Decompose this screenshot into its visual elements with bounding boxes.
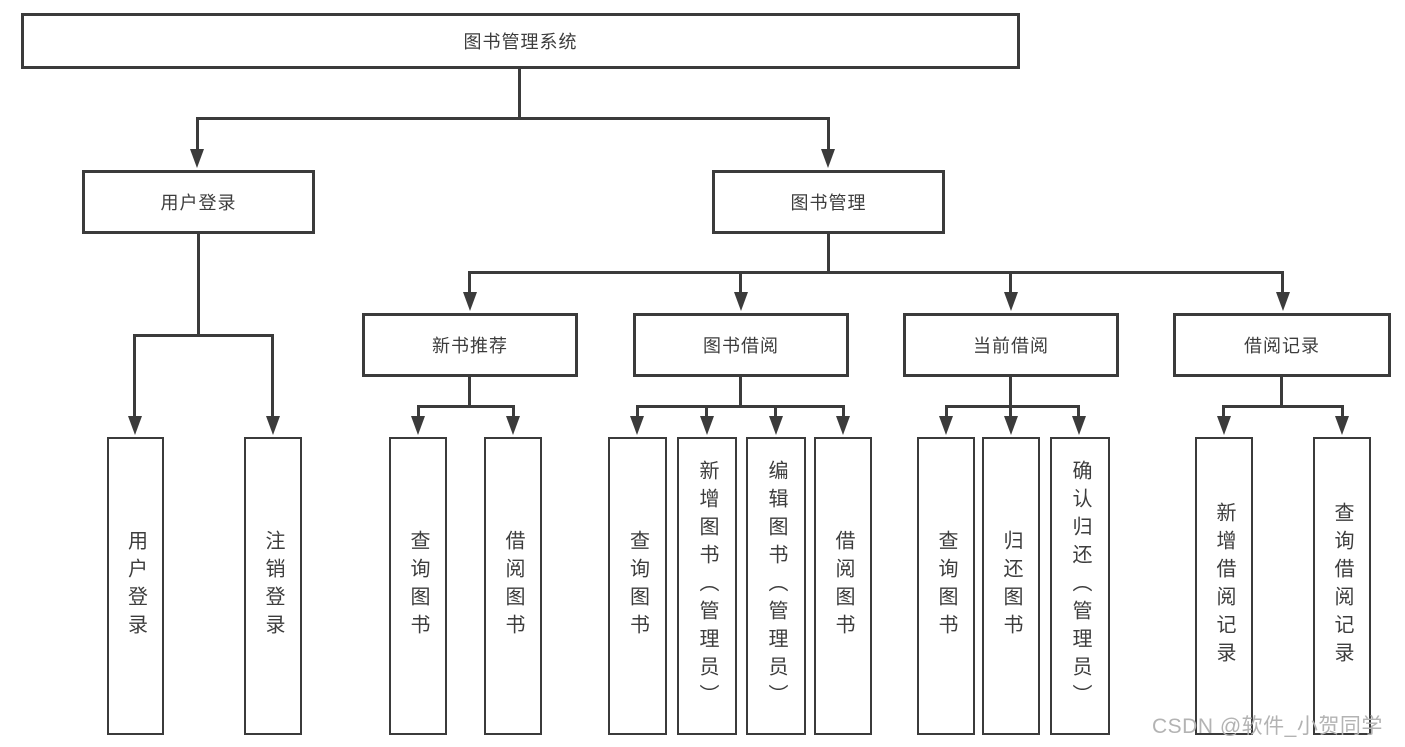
connector-recommend-stub [468,377,471,408]
connector-drop [705,405,708,419]
connector-drop [739,271,742,295]
arrow-down-icon [266,416,280,435]
node-book-management-label: 图书管理 [790,193,867,213]
leaf-logout: 注销登录 [244,437,302,735]
arrow-down-icon [411,416,425,435]
node-current-borrow-label: 当前借阅 [973,336,1049,356]
arrow-down-icon [939,416,953,435]
arrow-down-icon [1004,416,1018,435]
arrow-down-icon [1335,416,1349,435]
arrow-down-icon [630,416,644,435]
connector-records-bar [1222,405,1344,408]
leaf-query-borrow-record-label: 查询借阅记录 [1331,502,1353,670]
connector-drop [133,334,136,418]
arrow-down-icon [190,149,204,168]
leaf-edit-books-admin: 编辑图书（管理员） [746,437,806,735]
leaf-query-borrow-record: 查询借阅记录 [1313,437,1371,735]
node-current-borrow: 当前借阅 [903,313,1119,377]
leaf-borrow-query-books: 查询图书 [608,437,667,735]
leaf-current-query-books: 查询图书 [917,437,975,735]
leaf-logout-label: 注销登录 [262,530,284,642]
connector-drop [417,405,420,419]
connector-drop [468,271,471,295]
node-user-login-label: 用户登录 [160,193,237,213]
connector-recommend-bar [417,405,515,408]
connector-drop [774,405,777,419]
leaf-recommend-query-books-label: 查询图书 [407,530,429,642]
node-new-book-recommend: 新书推荐 [362,313,578,377]
connector-borrow-bar [636,405,845,408]
connector-drop [842,405,845,419]
node-borrow-records: 借阅记录 [1173,313,1391,377]
leaf-add-books-admin-label: 新增图书（管理员） [696,460,718,712]
arrow-down-icon [734,292,748,311]
connector-drop [1341,405,1344,419]
arrow-down-icon [506,416,520,435]
connector-drop [1077,405,1080,419]
leaf-user-login-label: 用户登录 [124,530,147,642]
connector-bookmgmt-bar [468,271,1284,274]
arrow-down-icon [700,416,714,435]
connector-drop [1222,405,1225,419]
arrow-down-icon [821,149,835,168]
arrow-down-icon [1004,292,1018,311]
node-book-borrow: 图书借阅 [633,313,849,377]
node-borrow-records-label: 借阅记录 [1244,336,1320,356]
leaf-edit-books-admin-label: 编辑图书（管理员） [765,460,787,712]
connector-root-stub [518,69,521,120]
connector-records-stub [1280,377,1283,408]
arrow-down-icon [128,416,142,435]
connector-bookmgmt-stub [827,234,830,274]
leaf-recommend-query-books: 查询图书 [389,437,447,735]
node-user-login: 用户登录 [82,170,315,234]
leaf-borrow-query-books-label: 查询图书 [626,530,649,642]
node-book-borrow-label: 图书借阅 [703,336,779,356]
arrow-down-icon [769,416,783,435]
connector-drop [636,405,639,419]
connector-drop [271,334,274,418]
leaf-add-borrow-record-label: 新增借阅记录 [1213,502,1235,670]
node-root: 图书管理系统 [21,13,1020,69]
leaf-confirm-return-admin: 确认归还（管理员） [1050,437,1110,735]
connector-borrow-stub [739,377,742,408]
connector-drop [827,117,830,152]
arrow-down-icon [1217,416,1231,435]
connector-current-bar [945,405,1080,408]
leaf-recommend-borrow-books: 借阅图书 [484,437,542,735]
connector-drop [1009,271,1012,295]
leaf-add-borrow-record: 新增借阅记录 [1195,437,1253,735]
connector-drop [1281,271,1284,295]
leaf-return-books-label: 归还图书 [1000,530,1022,642]
connector-userlogin-bar [133,334,274,337]
connector-drop [1009,405,1012,419]
leaf-borrow-books: 借阅图书 [814,437,872,735]
connector-userlogin-stub [197,234,200,336]
connector-drop [945,405,948,419]
arrow-down-icon [463,292,477,311]
leaf-current-query-books-label: 查询图书 [935,530,957,642]
leaf-add-books-admin: 新增图书（管理员） [677,437,737,735]
arrow-down-icon [1072,416,1086,435]
leaf-confirm-return-admin-label: 确认归还（管理员） [1069,460,1091,712]
leaf-recommend-borrow-books-label: 借阅图书 [502,530,524,642]
connector-current-stub [1009,377,1012,408]
arrow-down-icon [836,416,850,435]
node-book-management: 图书管理 [712,170,945,234]
arrow-down-icon [1276,292,1290,311]
node-root-label: 图书管理系统 [463,32,578,52]
leaf-borrow-books-label: 借阅图书 [832,530,854,642]
connector-root-bar [196,117,830,120]
csdn-watermark: CSDN @软件_小贺同学 [1152,715,1383,738]
connector-drop [196,117,199,152]
node-new-book-recommend-label: 新书推荐 [432,336,508,356]
leaf-user-login: 用户登录 [107,437,164,735]
connector-drop [512,405,515,419]
leaf-return-books: 归还图书 [982,437,1040,735]
